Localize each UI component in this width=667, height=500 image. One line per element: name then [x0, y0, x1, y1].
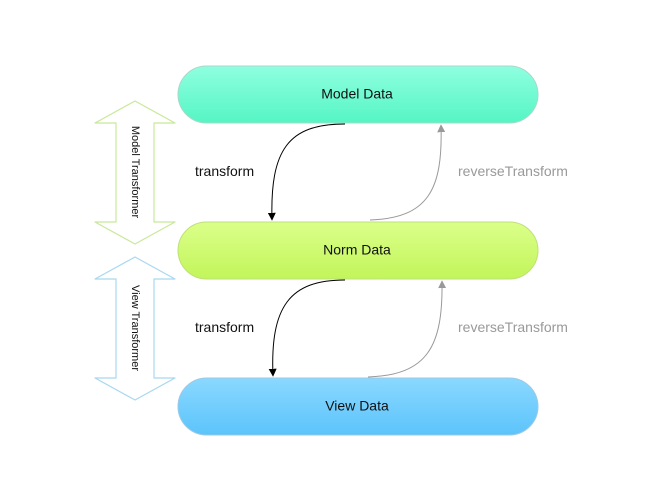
model-transformer-shape	[94, 100, 176, 245]
reverse-transform-arrow-norm-to-model	[369, 124, 446, 221]
view-data-node: View Data	[177, 377, 539, 436]
reverse-transform-label-lower: reverseTransform	[458, 319, 568, 335]
norm-data-pill	[177, 221, 539, 280]
transform-label-upper: transform	[195, 163, 254, 179]
reverse-transform-arrow-view-to-norm	[367, 280, 447, 378]
transform-label-lower: transform	[195, 319, 254, 335]
view-transformer-label: View Transformer	[129, 285, 141, 371]
view-transformer-arrow: View Transformer	[94, 256, 176, 401]
model-data-pill	[177, 65, 539, 124]
view-data-pill	[177, 377, 539, 436]
model-transformer-arrow: Model Transformer	[94, 100, 176, 245]
norm-data-node: Norm Data	[177, 221, 539, 280]
reverse-transform-label-upper: reverseTransform	[458, 163, 568, 179]
norm-data-label: Norm Data	[323, 242, 391, 258]
view-data-label: View Data	[325, 398, 389, 414]
model-data-label: Model Data	[321, 86, 393, 102]
model-transformer-label: Model Transformer	[129, 126, 141, 219]
view-transformer-shape	[94, 256, 176, 401]
transform-arrow-norm-to-view	[268, 279, 346, 377]
transform-arrow-model-to-norm	[267, 123, 346, 221]
model-data-node: Model Data	[177, 65, 539, 124]
